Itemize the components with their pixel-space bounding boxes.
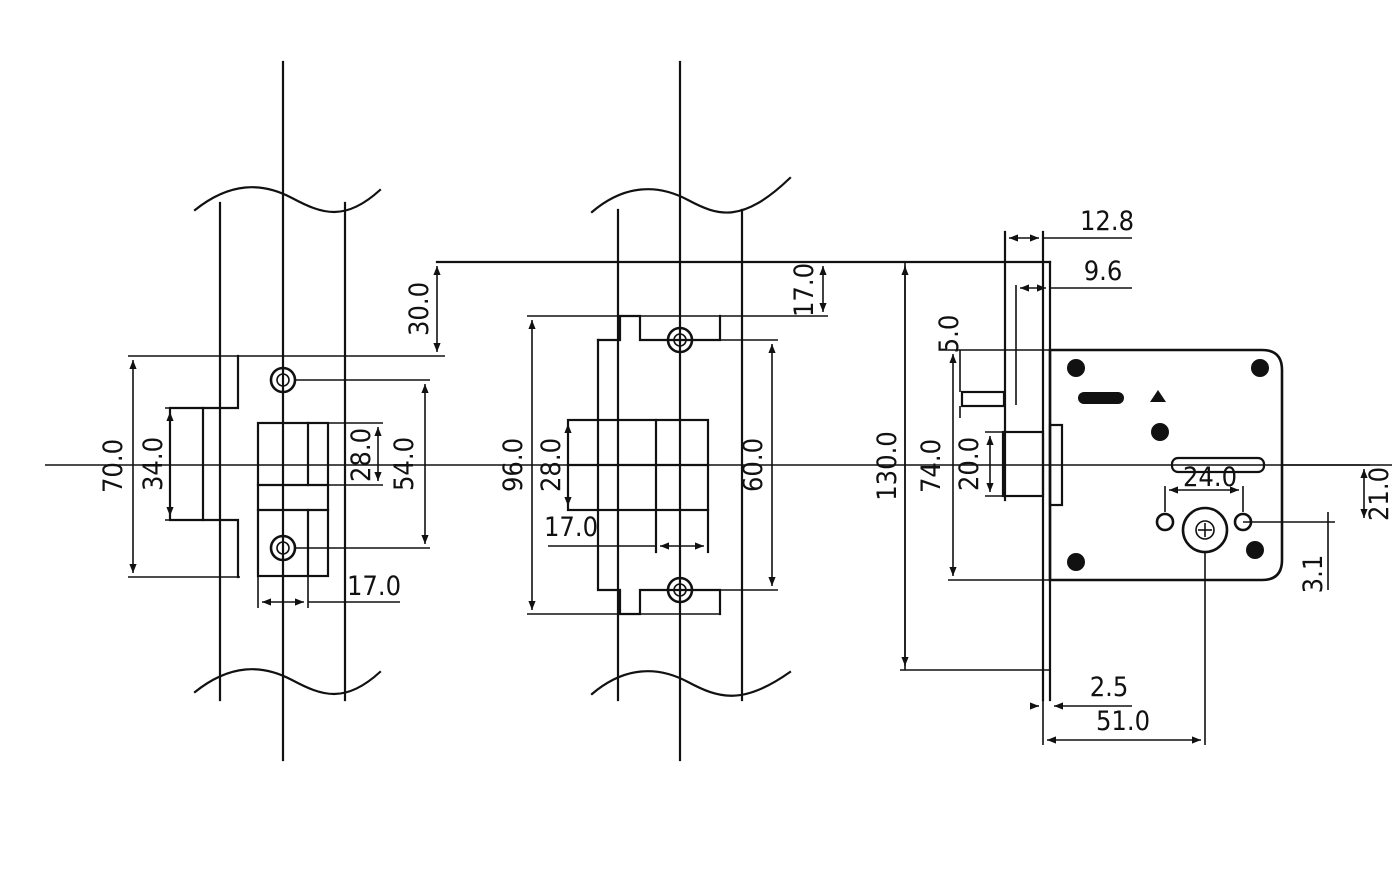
dim-2-5: 2.5 [1090,672,1129,703]
dim-30: 30.0 [404,282,435,336]
strike-plate-a: 70.0 34.0 28.0 54.0 17.0 30.0 [98,60,445,762]
dim-17-a: 17.0 [347,571,401,602]
rivet-bottom-right [1246,541,1264,559]
dimension-lines-a [128,266,445,608]
break-line-bottom-a [193,668,382,695]
dim-70: 70.0 [98,439,129,493]
latch-bolt [1001,423,1064,507]
rivet-top-right [1251,359,1269,377]
dim-20: 20.0 [954,437,985,491]
dimension-lines-b [527,266,828,615]
strike-plate-b: 96.0 28.0 60.0 17.0 17.0 [498,60,828,762]
dim-51: 51.0 [1096,706,1150,737]
dim-3-1: 3.1 [1298,555,1329,594]
dim-60: 60.0 [738,438,769,492]
dim-17-top: 17.0 [789,263,820,317]
dim-5-0: 5.0 [934,315,965,354]
dim-54: 54.0 [389,437,420,491]
dim-12-8: 12.8 [1080,206,1134,237]
lock-body: 12.8 9.6 5.0 130.0 74.0 20.0 24.0 21.0 3… [872,206,1395,745]
lever-pin [1170,456,1266,474]
dim-28-b: 28.0 [536,438,567,492]
door-frame-a [193,60,382,762]
cylinder-mount [1155,506,1253,554]
strike-plate-b-body [566,314,722,616]
dim-130: 130.0 [872,431,903,501]
dim-9-6: 9.6 [1084,256,1123,287]
strike-plate-a-body [168,354,330,579]
lock-case [1048,348,1284,582]
dim-34: 34.0 [138,437,169,491]
dim-17-b: 17.0 [544,512,598,543]
rivet-center [1151,423,1169,441]
door-frame-b [590,60,792,762]
dimension-lines-lock [900,232,1370,745]
deadbolt [960,390,1006,408]
dim-24: 24.0 [1183,462,1237,493]
rivet-top-left [1067,359,1085,377]
dim-28-a: 28.0 [346,428,377,482]
rivet-bottom-left [1067,553,1085,571]
triangle-marker [1150,390,1166,402]
break-line-bottom-b [590,670,792,697]
slot-hole [1078,392,1124,404]
dim-21: 21.0 [1364,467,1395,521]
dim-96: 96.0 [498,438,529,492]
break-line-top-a [193,186,382,213]
break-line-top-b [590,176,792,214]
dim-74: 74.0 [916,439,947,493]
